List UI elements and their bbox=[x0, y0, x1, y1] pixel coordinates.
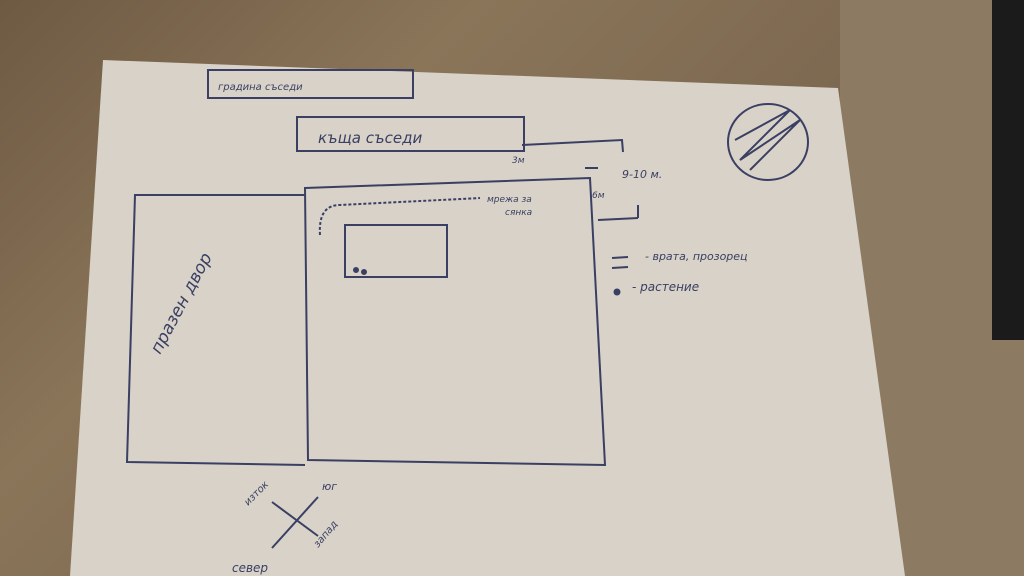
scribble bbox=[734, 109, 801, 171]
sketch-lines bbox=[125, 69, 809, 549]
legend-door-symbol bbox=[611, 256, 629, 259]
compass-north: север bbox=[232, 561, 268, 575]
neighbor-house-label: къща съседи bbox=[318, 129, 422, 147]
room-rectangle bbox=[344, 224, 448, 278]
dimension-6m-label: 6м bbox=[592, 191, 605, 201]
plant-dot bbox=[353, 267, 359, 273]
paper-sheet bbox=[70, 60, 905, 576]
plant-dot bbox=[361, 269, 367, 275]
legend-door-window: - врата, прозорец bbox=[645, 250, 748, 263]
empty-yard-outline bbox=[125, 194, 306, 466]
dimension-3m-label: 3м bbox=[512, 156, 525, 166]
neighbor-garden-label: градина съседи bbox=[218, 82, 303, 93]
house-outline bbox=[303, 176, 607, 467]
pen bbox=[992, 0, 1024, 340]
legend-plant-dot bbox=[613, 288, 621, 296]
shade-net-label: мрежа за bbox=[487, 195, 532, 205]
scribble-circle bbox=[727, 103, 809, 181]
compass-line-2 bbox=[271, 496, 319, 549]
shade-net bbox=[318, 197, 481, 236]
dimension-3m bbox=[521, 138, 624, 153]
dimension-9-10m-label: 9-10 м. bbox=[622, 168, 662, 181]
compass-south: юг bbox=[322, 480, 337, 493]
shade-net-label-2: сянка bbox=[505, 208, 532, 218]
neighbor-house-box bbox=[296, 116, 525, 152]
neighbor-garden-box bbox=[207, 69, 414, 99]
compass-line-1 bbox=[271, 501, 319, 537]
legend-plant: - растение bbox=[632, 280, 699, 294]
